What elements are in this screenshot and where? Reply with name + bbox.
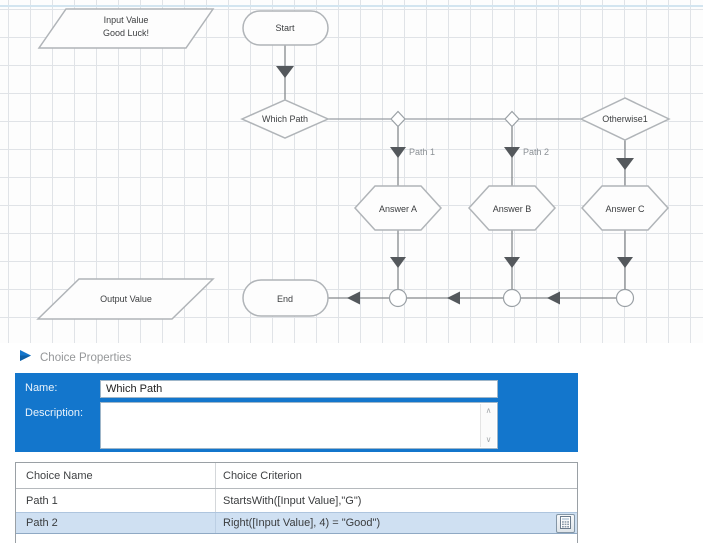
arrowhead-down-icon: [504, 147, 520, 158]
node-answer-a-label: Answer A: [379, 204, 417, 214]
arrowhead-left-icon: [547, 291, 560, 305]
column-header-choice-criterion: Choice Criterion: [223, 469, 302, 482]
description-label: Description:: [25, 407, 84, 419]
table-row-path1[interactable]: Path 1 StartsWith([Input Value],"G"): [16, 489, 577, 512]
table-row-path2-selected[interactable]: Path 2 Right([Input Value], 4) = "Good"): [16, 512, 577, 534]
node-otherwise1[interactable]: Otherwise1: [579, 97, 671, 141]
flowchart-svg: Input Value Good Luck! Start Which Path …: [36, 8, 671, 320]
node-input-value[interactable]: Input Value Good Luck!: [37, 8, 215, 49]
node-which-path[interactable]: Which Path: [240, 99, 330, 139]
cell-choice-name: Path 2: [16, 513, 216, 533]
description-input[interactable]: ∧ ∨: [100, 402, 498, 449]
node-answer-b[interactable]: Answer B: [467, 185, 557, 231]
choice-properties-header: Choice Properties: [18, 350, 131, 366]
node-input-label-1: Input Value: [104, 15, 149, 25]
choice-properties-title: Choice Properties: [40, 352, 132, 364]
flowchart-canvas: Input Value Good Luck! Start Which Path …: [0, 0, 703, 343]
arrowhead-left-icon: [447, 291, 460, 305]
node-output-value[interactable]: Output Value: [36, 278, 215, 320]
node-answer-b-label: Answer B: [493, 204, 532, 214]
edge-label-path1: Path 1: [409, 147, 435, 157]
node-answer-a[interactable]: Answer A: [353, 185, 443, 231]
flag-icon: [18, 348, 33, 368]
arrowhead-down-icon: [276, 66, 294, 78]
description-scrollbar[interactable]: ∧ ∨: [480, 404, 496, 447]
arrowhead-down-icon: [390, 257, 406, 268]
column-header-choice-name: Choice Name: [16, 463, 216, 488]
choices-table: Choice Name Choice Criterion Path 1 Star…: [15, 462, 578, 543]
choices-table-header: Choice Name Choice Criterion: [16, 463, 577, 489]
name-label: Name:: [25, 382, 58, 394]
arrowhead-down-icon: [504, 257, 520, 268]
calculator-icon: [560, 515, 571, 532]
scroll-up-icon[interactable]: ∧: [485, 406, 492, 415]
junction-circle-c: [615, 288, 635, 308]
arrowhead-down-icon: [616, 158, 634, 170]
scroll-down-icon[interactable]: ∨: [485, 435, 492, 444]
edit-criterion-button[interactable]: [556, 514, 575, 533]
name-input[interactable]: [100, 380, 498, 398]
junction-diamond-path2: [504, 110, 520, 128]
node-answer-c[interactable]: Answer C: [580, 185, 670, 231]
junction-circle-b: [502, 288, 522, 308]
cell-choice-criterion: StartsWith([Input Value],"G"): [223, 494, 362, 507]
arrowhead-down-icon: [617, 257, 633, 268]
arrowhead-down-icon: [390, 147, 406, 158]
cell-choice-criterion: Right([Input Value], 4) = "Good"): [223, 517, 381, 529]
node-answer-c-label: Answer C: [605, 204, 645, 214]
junction-diamond-path1: [390, 110, 406, 128]
arrowhead-left-icon: [347, 291, 360, 305]
choice-properties-panel: Name: Description: ∧ ∨: [15, 373, 578, 452]
node-start-label: Start: [275, 23, 295, 33]
node-otherwise1-label: Otherwise1: [602, 114, 648, 124]
node-input-label-2: Good Luck!: [103, 28, 149, 38]
table-row-empty: [16, 534, 577, 543]
node-start[interactable]: Start: [242, 10, 329, 46]
node-end-label: End: [277, 294, 293, 304]
node-which-path-label: Which Path: [262, 114, 308, 124]
junction-circle-a: [388, 288, 408, 308]
edge-label-path2: Path 2: [523, 147, 549, 157]
node-end[interactable]: End: [242, 279, 329, 317]
cell-choice-name: Path 1: [16, 489, 216, 512]
node-output-label: Output Value: [100, 294, 152, 304]
